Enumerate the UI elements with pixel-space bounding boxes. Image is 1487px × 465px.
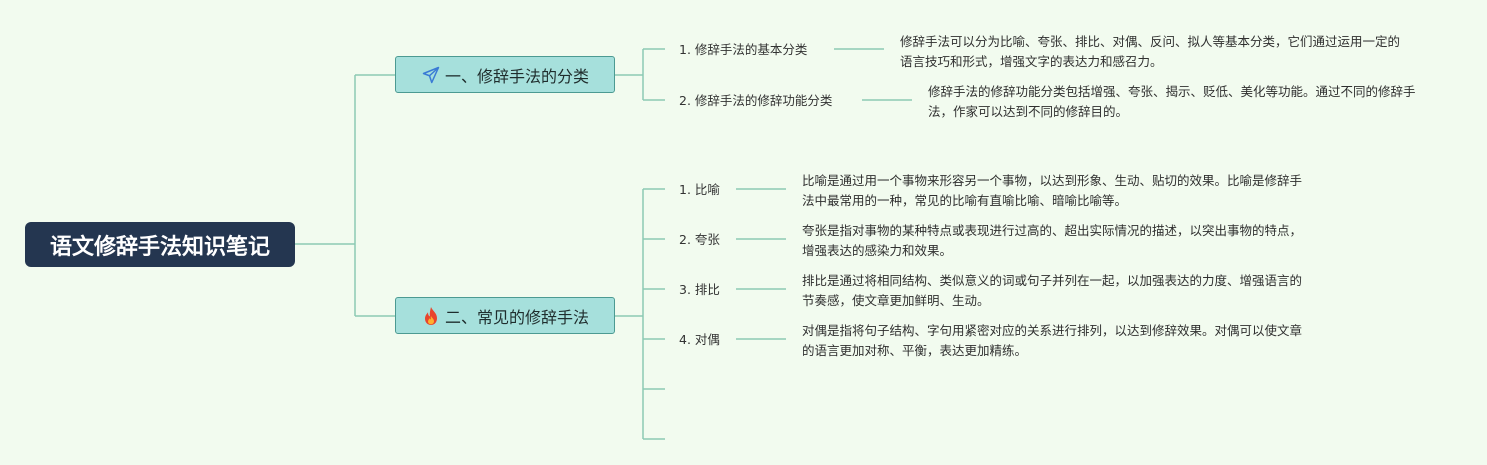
desc-function-classification: 修辞手法的修辞功能分类包括增强、夸张、揭示、贬低、美化等功能。通过不同的修辞手法…	[928, 84, 1416, 119]
branch-classification[interactable]: 一、修辞手法的分类	[395, 56, 615, 93]
paper-plane-icon	[421, 65, 441, 85]
leaf-parallelism[interactable]: 3. 排比	[679, 282, 720, 297]
desc-parallelism: 排比是通过将相同结构、类似意义的词或句子并列在一起，以加强表达的力度、增强语言的…	[802, 273, 1303, 308]
leaf-basic-classification[interactable]: 1. 修辞手法的基本分类	[679, 42, 808, 57]
branch-label: 二、常见的修辞手法	[444, 307, 589, 327]
desc-metaphor: 比喻是通过用一个事物来形容另一个事物，以达到形象、生动、贴切的效果。比喻是修辞手…	[802, 173, 1303, 208]
branch-label: 一、修辞手法的分类	[444, 66, 589, 86]
leaf-function-classification[interactable]: 2. 修辞手法的修辞功能分类	[679, 93, 833, 108]
desc-basic-classification: 修辞手法可以分为比喻、夸张、排比、对偶、反问、拟人等基本分类，它们通过运用一定的…	[900, 34, 1401, 69]
branch-common-devices[interactable]: 二、常见的修辞手法	[395, 297, 615, 334]
fire-icon	[421, 306, 441, 326]
leaf-metaphor[interactable]: 1. 比喻	[679, 182, 720, 197]
leaf-antithesis[interactable]: 4. 对偶	[679, 332, 720, 347]
leaf-hyperbole[interactable]: 2. 夸张	[679, 232, 720, 247]
root-title: 语文修辞手法知识笔记	[49, 234, 270, 260]
desc-antithesis: 对偶是指将句子结构、字句用紧密对应的关系进行排列，以达到修辞效果。对偶可以使文章…	[802, 323, 1303, 358]
root-topic[interactable]: 语文修辞手法知识笔记	[25, 222, 295, 267]
desc-hyperbole: 夸张是指对事物的某种特点或表现进行过高的、超出实际情况的描述，以突出事物的特点，…	[802, 223, 1303, 258]
